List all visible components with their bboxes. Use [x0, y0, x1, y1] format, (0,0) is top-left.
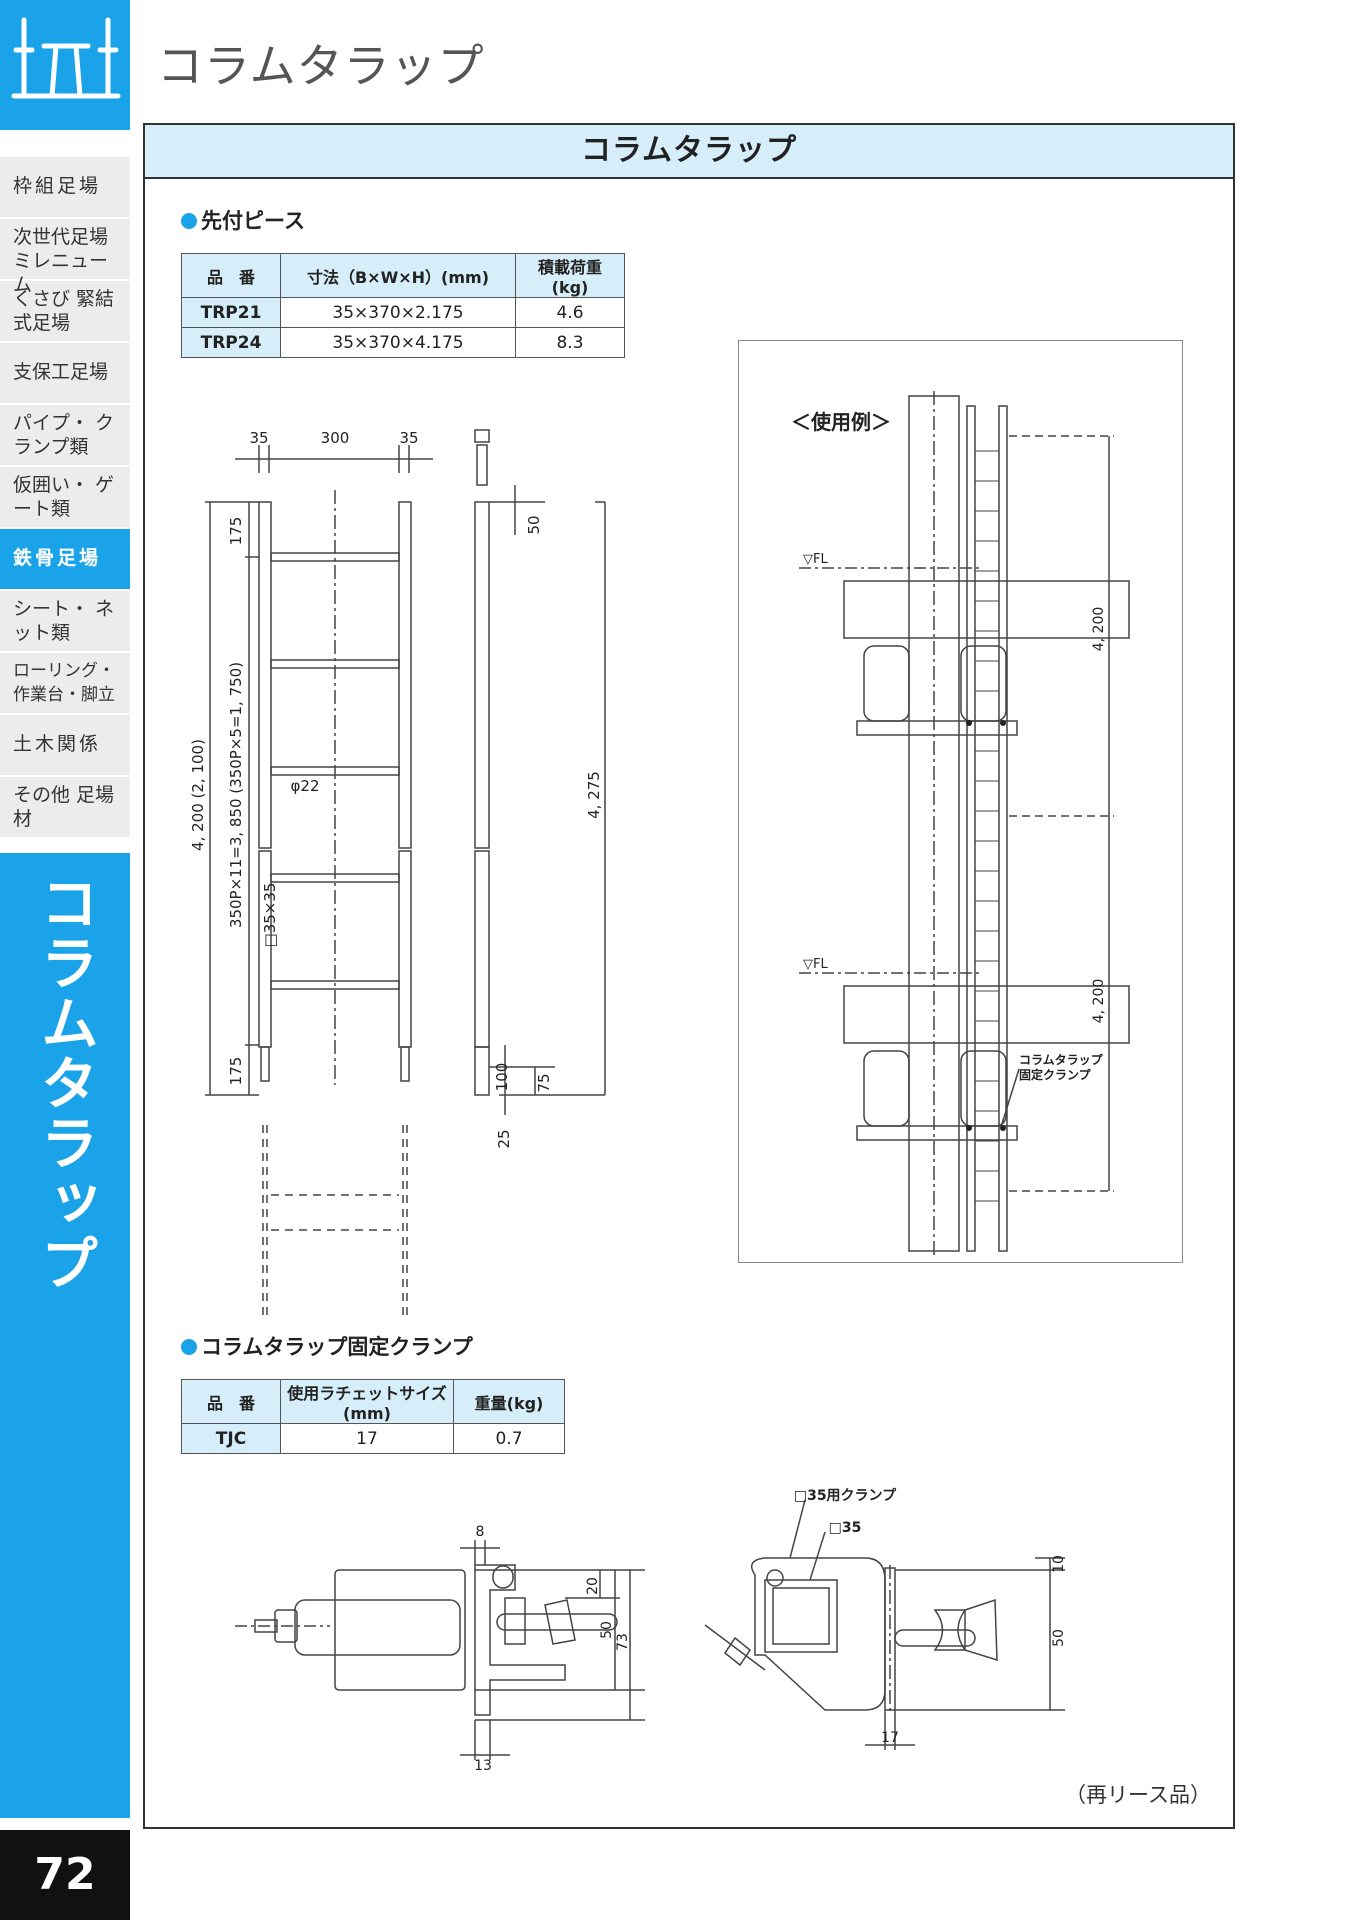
dim-label: 35 — [399, 429, 418, 447]
dim-label: 100 — [493, 1063, 511, 1092]
square-label: □35×35 — [261, 883, 279, 948]
section-heading-clamp: コラムタラップ固定クランプ — [181, 1331, 473, 1361]
table-row: TRP21 35×370×2.175 4.6 — [181, 297, 625, 328]
sidebar-item-steel-scaffold[interactable]: 鉄骨足場 — [0, 529, 130, 589]
fl-label: ▽FL — [803, 957, 828, 972]
phi-label: φ22 — [291, 777, 320, 795]
table-header: 重量(kg) — [453, 1379, 565, 1424]
dim-label: 4, 200 — [1091, 607, 1107, 652]
page-title: コラムタラップ — [157, 39, 485, 93]
dim-label: 50 — [599, 1621, 615, 1639]
dim-label: 50 — [525, 515, 543, 534]
clamp-drawing: 8 20 50 73 13 □35用クランプ □35 10 50 17 — [235, 1488, 1067, 1770]
bullet-icon — [181, 1339, 197, 1355]
dim-label: 17 — [881, 1730, 899, 1746]
sidebar-item-pipe-clamp[interactable]: パイプ・ クランプ類 — [0, 405, 130, 465]
callout-label: コラムタラップ — [1019, 1052, 1104, 1067]
sidebar-item-frame-scaffold[interactable]: 枠組足場 — [0, 157, 130, 217]
dim-label: 175 — [227, 517, 245, 546]
category-vertical-block: コラムタラップ — [0, 853, 130, 1818]
sidebar-item-shoring[interactable]: 支保工足場 — [0, 343, 130, 403]
table-header: 品 番 — [181, 1379, 281, 1424]
table-header: 品 番 — [181, 253, 281, 298]
dim-label: 35 — [249, 429, 268, 447]
ladder-icon — [11, 17, 121, 99]
dim-label: 4, 200 (2, 100) — [189, 739, 207, 851]
page-number: 72 — [0, 1830, 130, 1920]
section-banner: コラムタラップ — [145, 125, 1233, 179]
table-header: 積載荷重(kg) — [515, 253, 625, 298]
usage-title: ＜使用例＞ — [791, 410, 891, 434]
clamp-label: □35用クランプ — [794, 1488, 897, 1504]
fl-label: ▽FL — [803, 552, 828, 567]
sidebar-item-civil[interactable]: 土木関係 — [0, 715, 130, 775]
dim-label: 300 — [321, 429, 350, 447]
dim-label: 73 — [615, 1633, 631, 1651]
dim-label: 50 — [1051, 1629, 1067, 1647]
callout-label: 固定クランプ — [1019, 1067, 1092, 1082]
sidebar: 枠組足場 次世代足場 ミレニューム くさび 緊結式足場 支保工足場 パイプ・ ク… — [0, 0, 130, 1920]
usage-example-drawing: ＜使用例＞ ▽FL ▽FL 4, 200 4, 200 コラムタラップ 固定クラ… — [791, 391, 1130, 1256]
table-header: 使用ラチェットサイズ(mm) — [280, 1379, 454, 1424]
content-frame: コラムタラップ 先付ピース 品 番 寸法（B×W×H）(mm) 積載荷重(kg)… — [143, 123, 1235, 1829]
sidebar-item-millennium[interactable]: 次世代足場 ミレニューム — [0, 219, 130, 296]
dim-label: 20 — [585, 1577, 601, 1595]
dim-label: 25 — [495, 1129, 513, 1148]
clamp-spec-table: 品 番 使用ラチェットサイズ(mm) 重量(kg) TJC 17 0.7 — [181, 1379, 565, 1454]
usage-example-box: ＜使用例＞ ▽FL ▽FL 4, 200 4, 200 コラムタラップ 固定クラ… — [738, 340, 1183, 1263]
dim-label: 350P×11=3, 850 (350P×5=1, 750) — [227, 662, 245, 928]
ladder-logo — [0, 0, 130, 130]
sidebar-item-hoarding-gate[interactable]: 仮囲い・ ゲート類 — [0, 467, 130, 527]
table-row: TRP24 35×370×4.175 8.3 — [181, 327, 625, 358]
dim-label: 8 — [476, 1524, 485, 1540]
table-row: TJC 17 0.7 — [181, 1423, 565, 1454]
sidebar-item-sheet-net[interactable]: シート・ ネット類 — [0, 591, 130, 651]
dim-label: 13 — [474, 1758, 492, 1770]
sidebar-nav: 枠組足場 次世代足場 ミレニューム くさび 緊結式足場 支保工足場 パイプ・ ク… — [0, 157, 130, 839]
sidebar-item-other[interactable]: その他 足場材 — [0, 777, 130, 837]
category-vertical-title: コラムタラップ — [31, 873, 99, 1293]
dim-label: 75 — [535, 1073, 553, 1092]
section-heading-piece: 先付ピース — [181, 205, 305, 235]
dim-label: 10 — [1051, 1555, 1067, 1573]
ladder-drawing: 35 300 35 φ22 175 175 4, 200 (2, 100) 35… — [189, 429, 606, 1315]
square-label: □35 — [829, 1520, 862, 1536]
dim-label: 4, 200 — [1091, 979, 1107, 1024]
dim-label: 175 — [227, 1057, 245, 1086]
sidebar-item-rolling-platform[interactable]: ローリング・ 作業台・脚立 — [0, 653, 130, 713]
piece-spec-table: 品 番 寸法（B×W×H）(mm) 積載荷重(kg) TRP21 35×370×… — [181, 253, 625, 358]
bullet-icon — [181, 213, 197, 229]
dim-label: 4, 275 — [585, 771, 603, 819]
table-header: 寸法（B×W×H）(mm) — [280, 253, 516, 298]
sidebar-item-wedge-scaffold[interactable]: くさび 緊結式足場 — [0, 281, 130, 341]
re-lease-note: （再リース品） — [1065, 1783, 1211, 1807]
